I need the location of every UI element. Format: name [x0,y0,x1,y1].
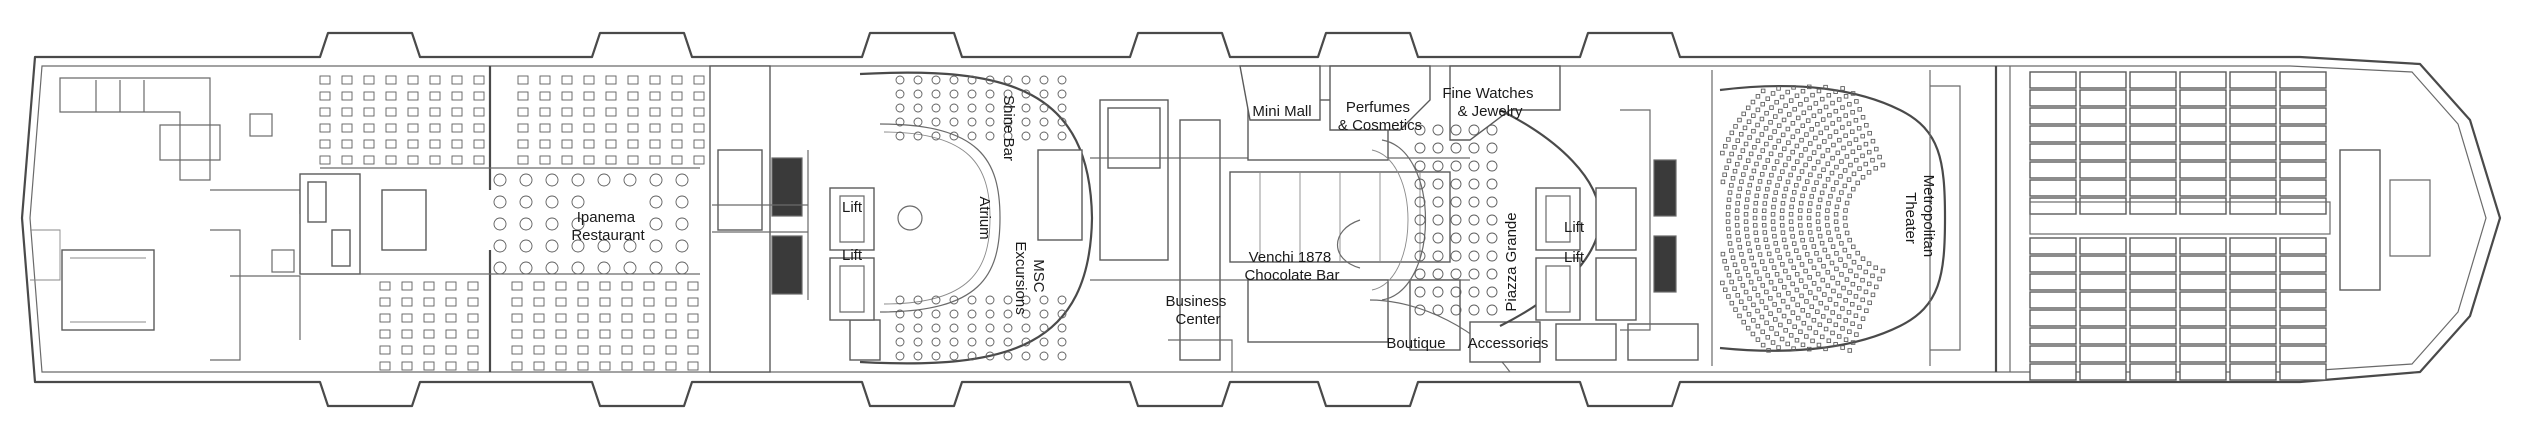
room-labels: Ipanema Restaurant Lift Lift Shine Bar A… [571,85,1937,352]
label-lift-aft-top: Lift [1564,219,1585,236]
label-atrium: Atrium [976,196,993,239]
mini-mall [1239,65,1699,373]
atrium-seating [895,75,1067,361]
hull-outline [20,31,2502,408]
stern-area [30,77,301,361]
label-mini-mall: Mini Mall [1252,103,1311,120]
label-piazza-grande: Piazza Grande [1503,212,1520,311]
lift-bank-aft [1535,159,1677,321]
label-venchi: Venchi 1878 Chocolate Bar [1244,249,1339,284]
restaurant-walls [299,66,700,372]
atrium-area [859,71,1094,365]
label-metropolitan: Metropolitan Theater [1902,175,1937,262]
lift-bank-fwd [829,187,875,321]
label-shine-bar: Shine Bar [1000,95,1017,161]
label-business-center: Business Center [1165,293,1230,328]
shops-corridor [1037,99,1470,372]
label-ipanema: Ipanema Restaurant [571,209,645,244]
ipanema-seating [319,75,705,371]
piazza-seating [1414,124,1498,316]
label-perfumes: Perfumes & Cosmetics [1338,99,1422,134]
label-fine-watches: Fine Watches & Jewelry [1442,85,1537,120]
hull-inner [29,65,2487,373]
theater-walls [1711,70,1961,366]
service-block [709,65,881,373]
theater-seating [1720,84,1886,353]
label-boutique: Boutique [1386,335,1445,352]
label-lift-fwd-bot: Lift [842,247,863,264]
label-lift-aft-bot: Lift [1564,249,1585,266]
label-lift-fwd-top: Lift [842,199,863,216]
label-accessories: Accessories [1468,335,1549,352]
bow-cabins [1994,66,2431,381]
label-msc-excursions: MSC Excursions [1012,241,1047,314]
